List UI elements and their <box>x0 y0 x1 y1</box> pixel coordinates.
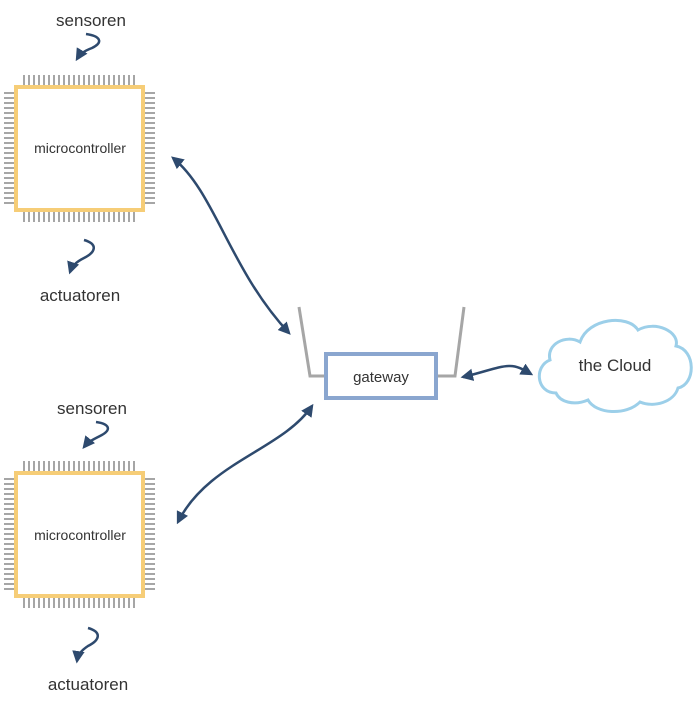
mcu-bottom-chip-label: microcontroller <box>34 527 126 543</box>
mcu-bottom-chip <box>14 471 145 598</box>
cloud-label: the Cloud <box>579 356 652 375</box>
cloud-shape <box>537 318 693 414</box>
mcu-top-chip-label: microcontroller <box>34 140 126 156</box>
mcu-bottom-actuators-arrow <box>72 626 99 664</box>
mcu-bottom-actuators-label: actuatoren <box>48 675 128 694</box>
mcu-top: sensoren microcontroller actuatoren <box>4 11 155 305</box>
mcu-bottom-sensors-arrow <box>82 420 109 449</box>
mcu-bottom-sensors-label: sensoren <box>57 399 127 418</box>
link-gateway-cloud <box>460 363 534 381</box>
mcu-top-sensors-arrow <box>75 32 101 62</box>
mcu-top-actuators-arrow <box>67 238 95 275</box>
gateway-antenna-left <box>297 306 326 378</box>
link-mcu-top-gateway <box>171 156 291 335</box>
mcu-top-chip <box>14 85 145 212</box>
gateway: gateway <box>297 306 466 400</box>
link-mcu-bottom-gateway <box>176 403 314 525</box>
gateway-antenna-right <box>436 306 466 378</box>
mcu-top-sensors-label: sensoren <box>56 11 126 30</box>
mcu-bottom: sensoren microcontroller actuatoren <box>4 399 155 694</box>
mcu-top-actuators-label: actuatoren <box>40 286 120 305</box>
cloud: the Cloud <box>537 318 693 414</box>
gateway-label: gateway <box>353 369 409 386</box>
gateway-box <box>324 352 438 400</box>
